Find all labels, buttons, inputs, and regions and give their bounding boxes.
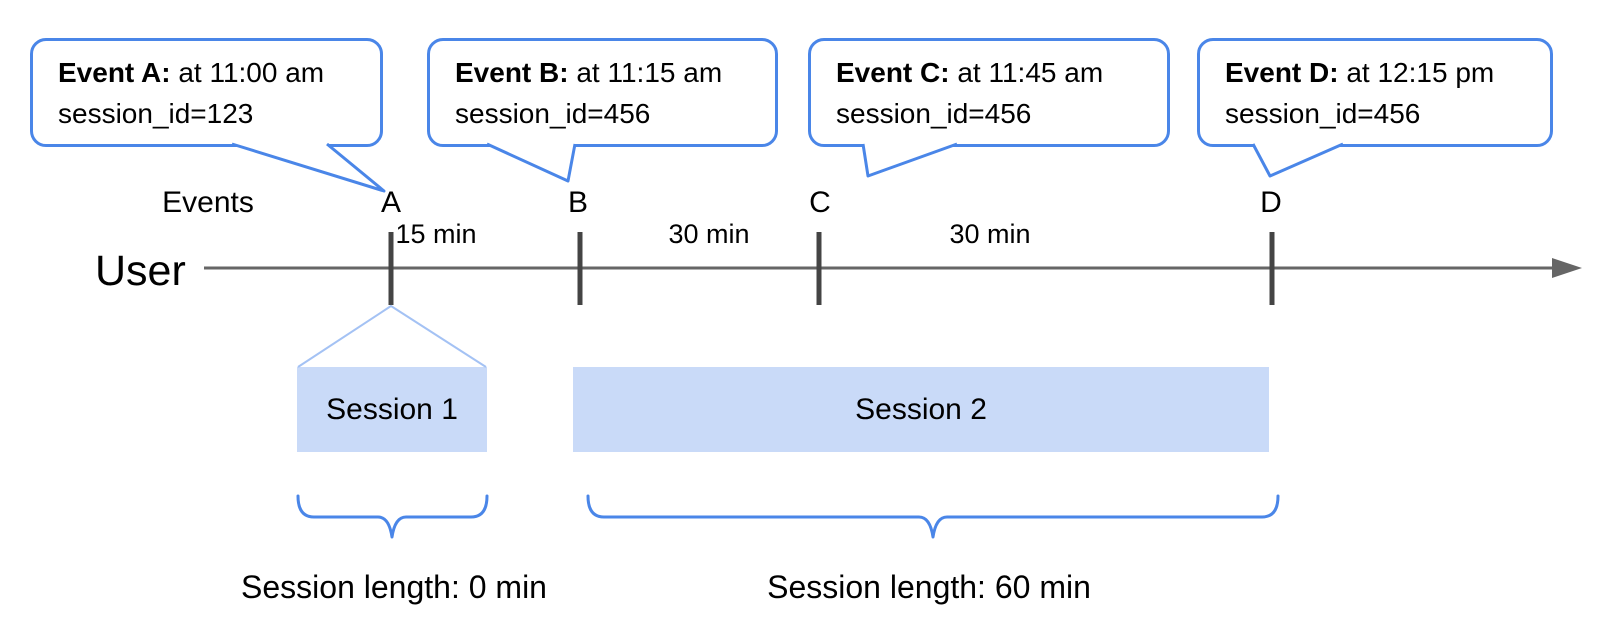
- interval-label-b-c: 30 min: [668, 219, 750, 249]
- session-2-label: Session 2: [855, 392, 987, 426]
- session-2-length-label: Session length: 60 min: [767, 569, 1091, 605]
- interval-label-c-d: 30 min: [949, 219, 1031, 249]
- callout-event-a-title: Event A: at 11:00 am: [58, 52, 364, 93]
- callout-event-b-title: Event B: at 11:15 am: [455, 52, 759, 93]
- session-2-brace: [586, 494, 1280, 539]
- event-letter-a: A: [380, 186, 402, 219]
- callout-event-a-detail: session_id=123: [58, 98, 254, 129]
- events-row-label: Events: [162, 186, 254, 219]
- callout-event-c-detail: session_id=456: [836, 98, 1032, 129]
- session-1-length-label: Session length: 0 min: [241, 569, 547, 605]
- callout-event-c-title-bold: Event C:: [836, 57, 950, 88]
- session-1-box: Session 1: [297, 367, 487, 452]
- event-letter-c: C: [809, 186, 831, 219]
- callout-event-c-title: Event C: at 11:45 am: [836, 52, 1151, 93]
- callout-event-d-title: Event D: at 12:15 pm: [1225, 52, 1534, 93]
- interval-label-a-b: 15 min: [395, 219, 477, 249]
- callout-event-c-title-rest: at 11:45 am: [949, 57, 1104, 88]
- session-2-box: Session 2: [573, 367, 1269, 452]
- callout-tail-b: [486, 142, 577, 183]
- callout-tail-c: [861, 142, 958, 178]
- callout-event-a: Event A: at 11:00 am session_id=123: [30, 38, 383, 147]
- event-letter-d: D: [1260, 186, 1282, 219]
- callout-tail-a: [231, 142, 386, 193]
- callout-event-b-title-rest: at 11:15 am: [568, 57, 723, 88]
- session-1-label: Session 1: [326, 392, 458, 426]
- session-1-funnel: [297, 304, 487, 368]
- callout-event-b: Event B: at 11:15 am session_id=456: [427, 38, 778, 147]
- event-letter-b: B: [567, 186, 589, 219]
- callout-event-b-title-bold: Event B:: [455, 57, 569, 88]
- callout-event-b-detail: session_id=456: [455, 98, 651, 129]
- callout-event-d-detail: session_id=456: [1225, 98, 1421, 129]
- callout-event-a-title-rest: at 11:00 am: [170, 57, 325, 88]
- timeline-arrowhead-icon: [1552, 258, 1582, 278]
- user-axis-label: User: [95, 247, 186, 295]
- session-1-brace: [296, 494, 489, 539]
- callout-event-d: Event D: at 12:15 pm session_id=456: [1197, 38, 1553, 147]
- callout-event-d-title-bold: Event D:: [1225, 57, 1339, 88]
- callout-event-c: Event C: at 11:45 am session_id=456: [808, 38, 1170, 147]
- callout-tail-d: [1251, 142, 1344, 178]
- callout-event-d-title-rest: at 12:15 pm: [1338, 57, 1495, 88]
- callout-event-a-title-bold: Event A:: [58, 57, 171, 88]
